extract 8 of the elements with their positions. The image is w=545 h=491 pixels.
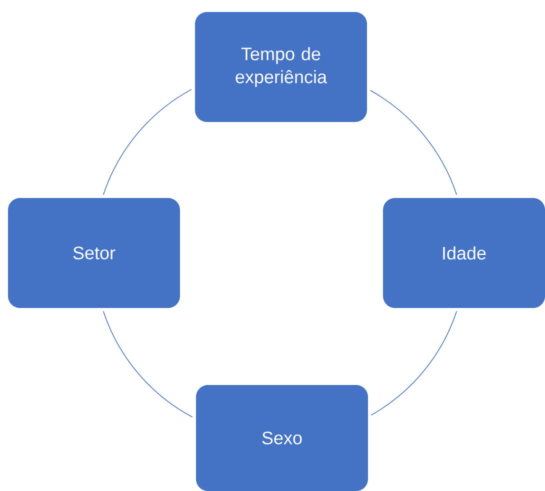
process-box: Setor [8,198,180,308]
process-box: Tempo de experiência [195,12,367,122]
connector-arc [102,310,193,418]
process-box: Idade [383,198,545,308]
connector-arc [102,89,192,196]
process-box: Sexo [196,385,368,491]
connector-arc [370,90,458,196]
connector-arc [370,310,458,416]
